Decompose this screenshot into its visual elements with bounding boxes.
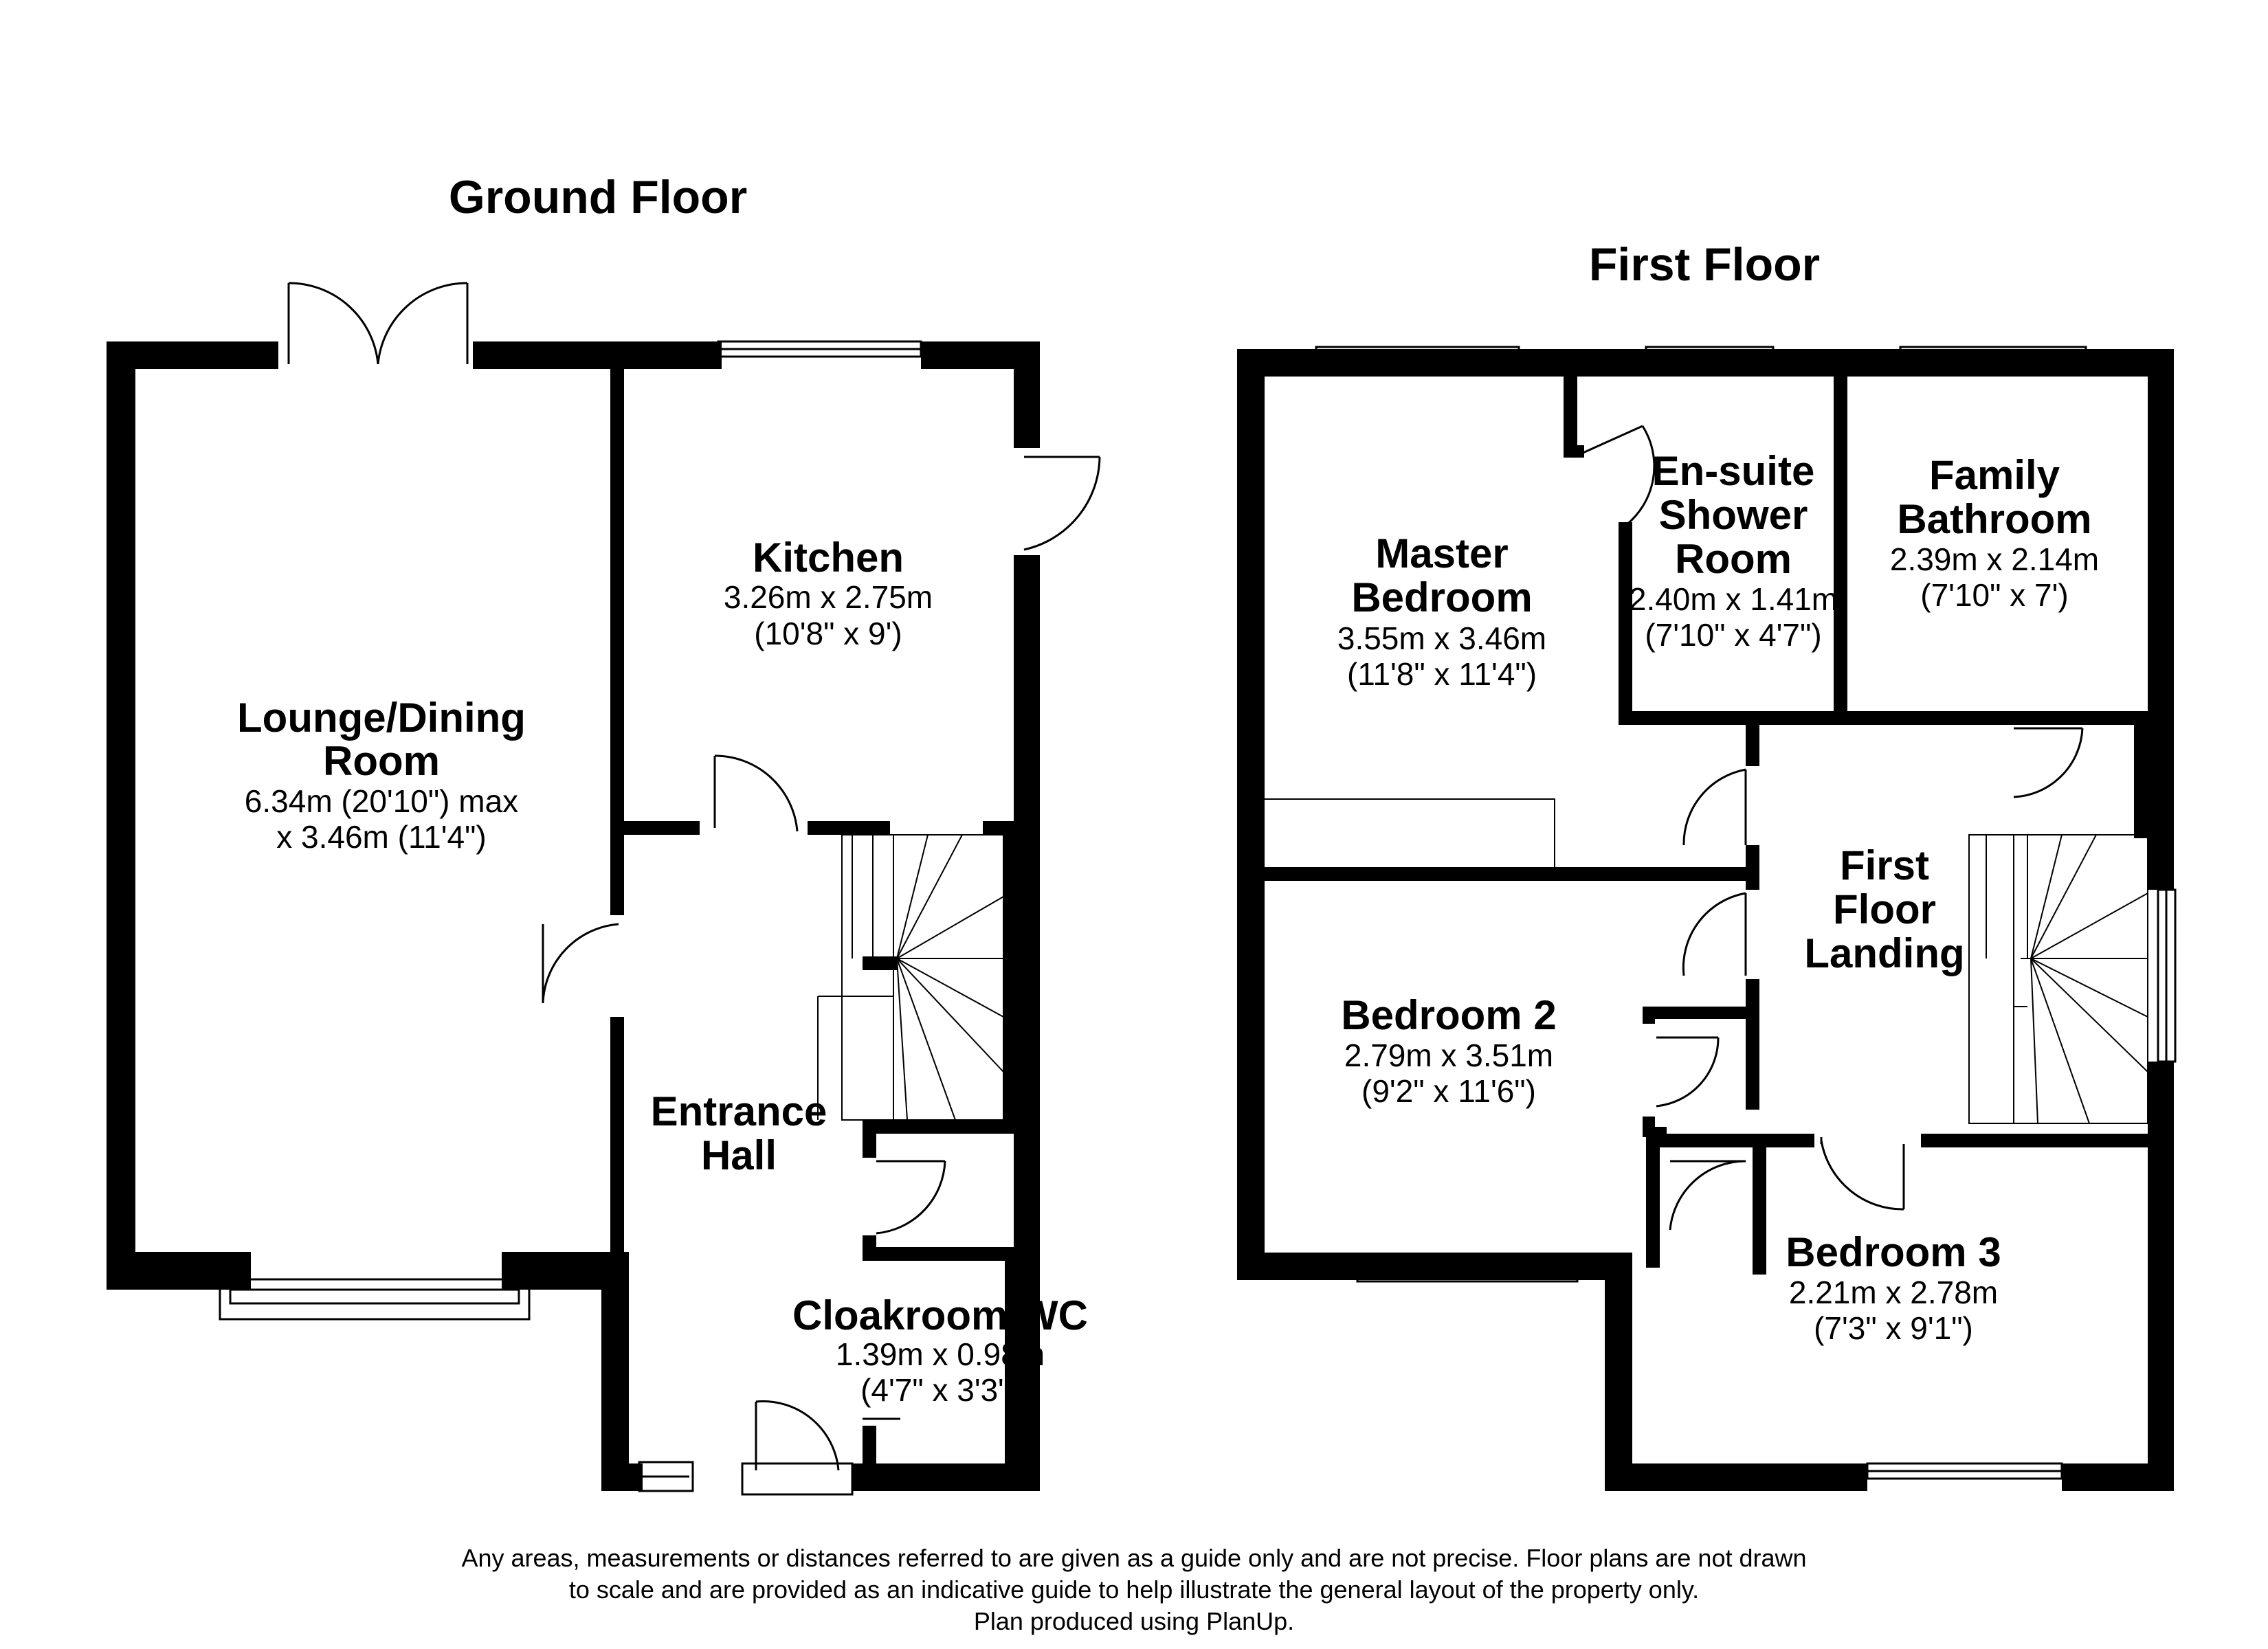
- bathroom-name-1: Family: [1929, 452, 2060, 498]
- kitchen-dimensions-2: (10'8" x 9'): [754, 616, 902, 651]
- first-floor-cupboard: [1265, 798, 1555, 867]
- lounge-name-2: Room: [323, 738, 440, 784]
- ground-floor-title: Ground Floor: [449, 171, 747, 223]
- ensuite-dimensions-1: 2.40m x 1.41m: [1629, 581, 1838, 617]
- landing-name-3: Landing: [1804, 930, 1964, 976]
- first-floor-stairs: [1968, 834, 2148, 1124]
- ensuite-dimensions-2: (7'10" x 4'7"): [1645, 617, 1821, 653]
- ground-floor: Ground Floor: [107, 171, 1101, 1496]
- cloakroom-dimensions-2: (4'7" x 3'3"): [860, 1372, 1020, 1408]
- first-floor: First Floor: [1237, 238, 2177, 1491]
- disclaimer-line-2: to scale and are provided as an indicati…: [568, 1575, 1700, 1604]
- cloakroom-dimensions-1: 1.39m x 0.98m: [836, 1336, 1045, 1372]
- ground-floor-stairs: [817, 834, 1004, 1121]
- master-bedroom-name-2: Bedroom: [1351, 574, 1532, 620]
- bedroom3-name: Bedroom 3: [1786, 1229, 2001, 1275]
- landing-name-1: First: [1840, 842, 1929, 888]
- bedroom3-dimensions-2: (7'3" x 9'1"): [1814, 1310, 1973, 1346]
- first-floor-labels: Master Bedroom 3.55m x 3.46m (11'8" x 11…: [1337, 448, 2099, 1346]
- master-bedroom-name-1: Master: [1375, 530, 1508, 576]
- first-floor-walls: [1237, 349, 2174, 1491]
- hall-name-2: Hall: [701, 1132, 777, 1178]
- first-floor-windows: [1315, 346, 2177, 1480]
- disclaimer-line-3: Plan produced using PlanUp.: [973, 1607, 1295, 1635]
- ensuite-name-1: En-suite: [1652, 448, 1815, 494]
- ensuite-name-3: Room: [1675, 536, 1792, 582]
- bedroom2-dimensions-2: (9'2" x 11'6"): [1361, 1073, 1536, 1109]
- lounge-dimensions-2: x 3.46m (11'4"): [276, 819, 487, 855]
- first-floor-title: First Floor: [1589, 238, 1820, 291]
- lounge-dimensions-1: 6.34m (20'10") max: [245, 783, 518, 819]
- ground-floor-windows: [219, 340, 922, 1496]
- master-bedroom-dimensions-2: (11'8" x 11'4"): [1347, 656, 1537, 692]
- ground-floor-labels: Lounge/Dining Room 6.34m (20'10") max x …: [237, 535, 1088, 1408]
- landing-name-2: Floor: [1833, 886, 1936, 932]
- bedroom2-dimensions-1: 2.79m x 3.51m: [1344, 1037, 1553, 1073]
- hall-name-1: Entrance: [651, 1088, 827, 1134]
- ground-floor-walls: [107, 341, 1040, 1491]
- bedroom3-dimensions-1: 2.21m x 2.78m: [1789, 1275, 1998, 1310]
- ground-floor-doors: [287, 282, 1101, 1471]
- disclaimer: Any areas, measurements or distances ref…: [206, 1543, 2062, 1637]
- cloakroom-name: Cloakroom/WC: [792, 1292, 1088, 1338]
- kitchen-name: Kitchen: [753, 535, 904, 581]
- kitchen-dimensions-1: 3.26m x 2.75m: [724, 579, 933, 615]
- first-floor-doors: [1573, 425, 2084, 1231]
- bathroom-dimensions-1: 2.39m x 2.14m: [1890, 541, 2099, 577]
- bathroom-name-2: Bathroom: [1897, 496, 2091, 542]
- master-bedroom-dimensions-1: 3.55m x 3.46m: [1337, 620, 1546, 656]
- bathroom-dimensions-2: (7'10" x 7'): [1920, 577, 2068, 613]
- lounge-name-1: Lounge/Dining: [237, 695, 526, 741]
- bedroom2-name: Bedroom 2: [1341, 992, 1556, 1038]
- ensuite-name-2: Shower: [1659, 492, 1808, 538]
- disclaimer-line-1: Any areas, measurements or distances ref…: [461, 1544, 1807, 1572]
